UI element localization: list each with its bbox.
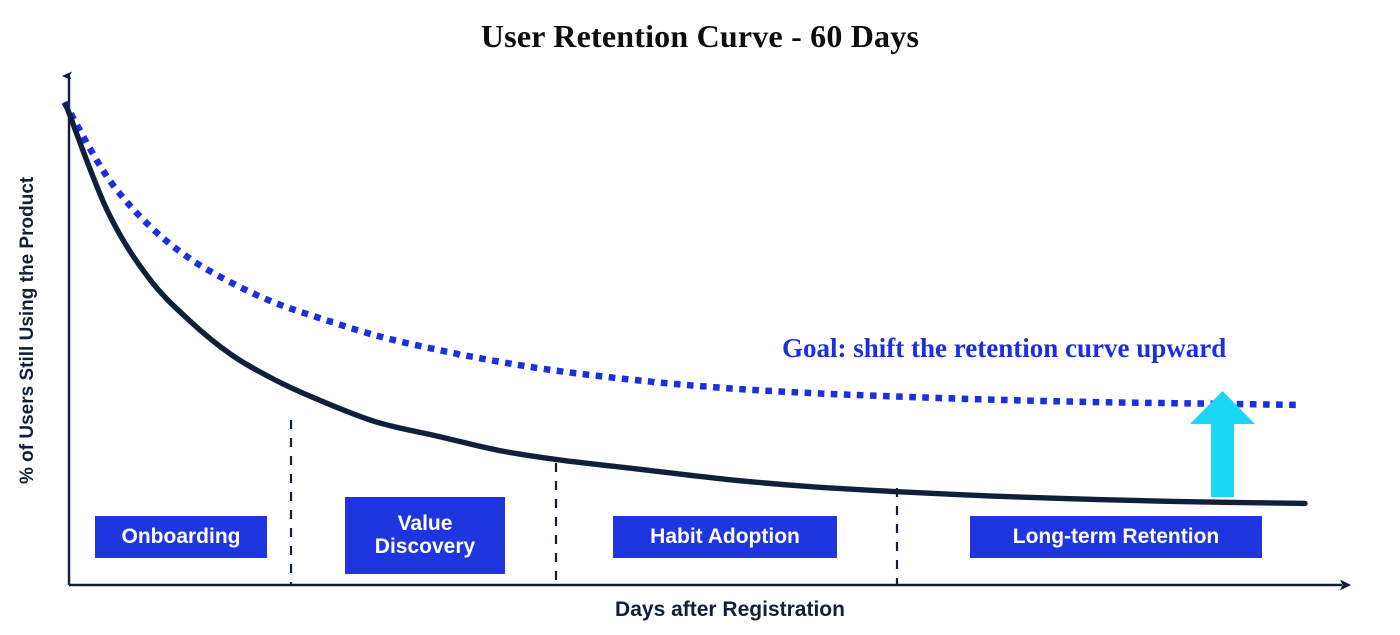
stage-label-text: Onboarding <box>121 524 241 548</box>
current-retention-curve <box>63 102 1308 507</box>
goal-annotation-text: Goal: shift the retention curve upward <box>782 333 1227 363</box>
chart-title: User Retention Curve - 60 Days <box>480 18 920 54</box>
goal-retention-curve <box>61 100 1309 409</box>
stage-label-long-term-retention: Long-term Retention <box>970 516 1262 558</box>
stage-label-text: Long-term Retention <box>1012 524 1220 548</box>
stage-label-text: Habit Adoption <box>650 524 800 548</box>
stage-label-habit-adoption: Habit Adoption <box>613 516 837 558</box>
stage-label-value-discovery: Value Discovery <box>345 497 505 574</box>
stage-label-line-1: Value <box>397 511 453 535</box>
stage-label-onboarding: Onboarding <box>95 516 267 558</box>
stage-label-text: Value Discovery <box>374 511 476 558</box>
upward-shift-arrow-icon <box>1190 391 1255 497</box>
stage-label-line-2: Discovery <box>374 534 476 558</box>
x-axis-label: Days after Registration <box>615 598 845 621</box>
